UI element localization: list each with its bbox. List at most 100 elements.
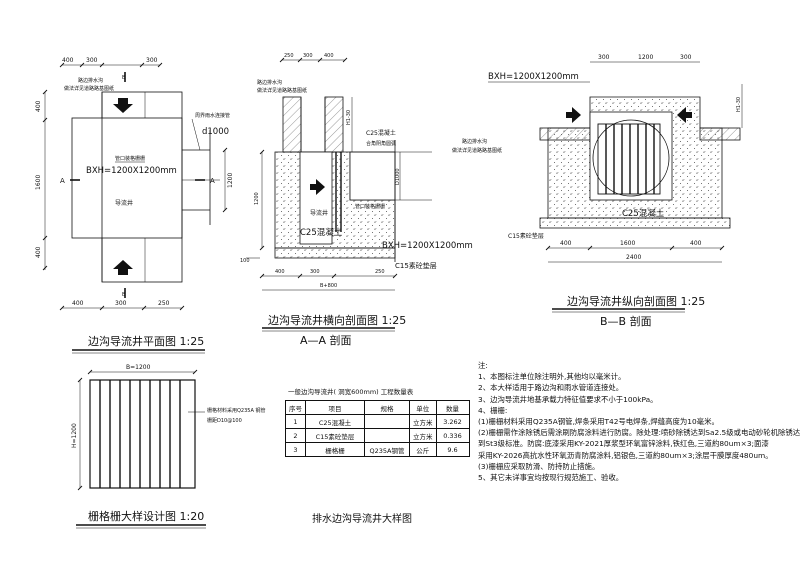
table-header-row: 序号 项目 规格 单位 数量	[285, 400, 470, 415]
section-bb-title: 边沟导流井纵向剖面图 1:25	[567, 294, 705, 308]
dim-text: 100	[240, 258, 250, 264]
table-cell: 0.336	[435, 428, 470, 443]
notes-block: 注: 1、本图标注单位除注明外,其他均以毫米计。 2、本大样适用于路边沟和雨水管…	[478, 360, 800, 483]
table-cell: C25混凝土	[305, 414, 365, 429]
note-line: 采用KY-2026高抗水性环氧沥青防腐涂料,铝银色,三道約80um×3;涂层干膜…	[478, 450, 773, 460]
wall-hatch	[282, 96, 302, 153]
table-header: 规格	[364, 400, 410, 415]
dim-text: 300	[146, 57, 158, 64]
dim-text: 300	[86, 57, 98, 64]
label-c25-bb: C25混凝土	[622, 208, 665, 219]
dim-text: 400	[62, 57, 74, 64]
plan-view: 400 300 300 400 1600 400 1200	[35, 57, 234, 354]
drawing-canvas: 400 300 300 400 1600 400 1200	[35, 53, 743, 529]
note-line: 2、本大样适用于路边沟和雨水管道连接处。	[478, 383, 624, 393]
label-side-ditch: 路边排水沟	[78, 77, 103, 84]
dim-text: 400	[35, 100, 42, 112]
section-mark-b: B	[122, 75, 126, 81]
label-ditch: 路边排水沟	[257, 79, 282, 86]
section-bb: BXH=1200X1200mm 300 1200 300 H1-30 路边排水沟…	[452, 54, 743, 328]
section-aa-title: 边沟导流井横向剖面图 1:25	[268, 313, 406, 327]
note-line: 4、栅栅:	[478, 405, 508, 415]
table-cell: 3	[285, 442, 306, 457]
dim-text: 1200	[227, 173, 234, 188]
grate-bars	[99, 380, 181, 488]
flow-arrow-icon	[677, 107, 692, 123]
main-title: 排水边沟导流井大样图	[312, 512, 412, 525]
table-cell: 公斤	[409, 442, 437, 457]
grate-note-2: 栅距D10@100	[207, 417, 242, 424]
table-cell	[364, 428, 410, 443]
label-side-ditch-note: 做法详见道路路基图纸	[64, 85, 114, 92]
flow-arrow-icon	[566, 107, 581, 123]
label-size-aa: BXH=1200X1200mm	[382, 241, 473, 251]
wall-hatch	[324, 96, 344, 153]
label-well: 导流井	[115, 199, 133, 207]
dim-text: 250	[158, 300, 170, 307]
grate-detail: B=1200 H=1200 栅格材料采用Q235A 钢管 栅距D10@100 栅…	[71, 364, 266, 529]
table-row: 1 C25混凝土 立方米 3.262	[285, 414, 470, 429]
note-line: 注:	[478, 361, 488, 370]
dim-text: D1000	[395, 168, 401, 185]
label-c25b: C25混凝土	[300, 227, 343, 238]
dim-text: 1200	[254, 192, 260, 205]
table-header: 序号	[285, 400, 306, 415]
table-header: 数量	[435, 400, 470, 415]
note-line: (3)栅栅应采取防滑、防持防止措施。	[478, 461, 600, 471]
label-c25: C25混凝土	[366, 129, 396, 137]
label-grate: 管口装格栅栅	[115, 155, 145, 162]
flow-arrow-icon	[310, 179, 325, 195]
dim-text: 400	[72, 300, 84, 307]
table-cell: 3.262	[435, 414, 470, 429]
flow-arrow-icon	[113, 98, 133, 113]
section-mark-a: A	[60, 177, 65, 185]
flow-arrow-icon	[113, 260, 133, 275]
table-cell: 立方米	[409, 414, 437, 429]
table-header: 单位	[409, 400, 437, 415]
dim-text: 300	[680, 54, 692, 61]
road-hatch	[539, 127, 591, 141]
dim-text: 1200	[638, 54, 653, 61]
pipe-circle	[592, 119, 670, 197]
dim-text: 1600	[620, 240, 635, 247]
dim-text: 250	[284, 53, 294, 59]
dim-h: H=1200	[71, 423, 78, 448]
table-cell: 1	[285, 414, 306, 429]
label-grate-aa: 管口装格栅栅	[355, 203, 385, 210]
section-aa-subtitle: A—A 剖面	[300, 333, 352, 347]
note-line: (1)栅栅材料采用Q235A钢管,焊条采用T42号电焊条,焊缝高度为10毫米。	[478, 417, 719, 427]
grate-note-1: 栅格材料采用Q235A 钢管	[207, 407, 266, 414]
label-c15-bb: C15素砼垫层	[508, 232, 544, 240]
note-line: 3、边沟导流井地基承载力特征值要求不小于100kPa。	[478, 394, 658, 404]
section-aa: 250 300 400 路边排水沟 做法详见道路路基图纸 1200 H1-30 …	[240, 53, 473, 347]
dim-text: H1-30	[346, 110, 352, 125]
table-cell: C15素砼垫层	[305, 428, 365, 443]
dim-text: 400	[35, 246, 42, 258]
table-cell	[364, 414, 410, 429]
dim-text: H1-30	[736, 97, 742, 112]
quantity-table: 序号 项目 规格 单位 数量 1 C25混凝土 立方米 3.262 2 C15素…	[285, 400, 470, 457]
c15-base-aa	[274, 247, 396, 259]
note-line: 5、其它未详事宜均按现行规范施工、验收。	[478, 473, 624, 483]
label-size-bb: BXH=1200X1200mm	[488, 72, 579, 82]
dim-text: 400	[560, 240, 572, 247]
plan-dim-left: 400 1600 400	[35, 89, 48, 271]
label-size: BXH=1200X1200mm	[86, 166, 177, 176]
dim-text: 300	[310, 269, 320, 275]
dim-text: 300	[598, 54, 610, 61]
dim-text: 400	[275, 269, 285, 275]
table-cell: 立方米	[409, 428, 437, 443]
dim-text: 1600	[35, 175, 42, 190]
table-header: 项目	[305, 400, 365, 415]
section-mark-a-right: A	[210, 177, 215, 185]
table-row: 3 栅格栅 Q235A钢管 公斤 9.6	[285, 442, 470, 457]
label-c15-aa: C15素砼垫层	[395, 261, 437, 270]
plan-well-inner	[71, 117, 183, 239]
c15-base-bb	[539, 217, 731, 229]
table-cell: Q235A钢管	[364, 442, 410, 457]
table-cell: 9.6	[435, 442, 470, 457]
label-well-aa: 导流井	[310, 209, 328, 217]
grate-title: 栅格栅大样设计图 1:20	[88, 509, 204, 523]
label-d1000: d1000	[202, 127, 229, 137]
dim-text: B+800	[320, 283, 337, 289]
